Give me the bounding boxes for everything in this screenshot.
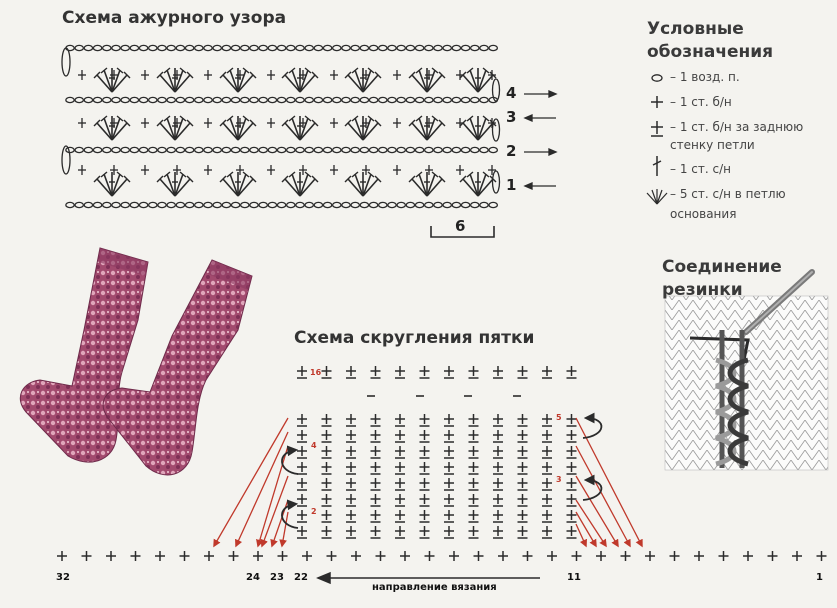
knitting-direction-label: направление вязания: [372, 582, 497, 593]
heel-row-4: 4: [311, 441, 317, 450]
legend-item-chain: – 1 возд. п.: [670, 70, 740, 84]
lace-repeat-label: 6: [455, 217, 466, 235]
legend-item-sc: – 1 ст. б/н: [670, 95, 732, 109]
axis-label-32: 32: [56, 572, 70, 583]
lace-row-1: 1: [506, 176, 517, 194]
axis-label-23: 23: [270, 572, 284, 583]
shell-icon: [646, 189, 668, 205]
lace-row-4: 4: [506, 84, 517, 102]
legend-item-dc: – 1 ст. с/н: [670, 162, 731, 176]
axis-label-24: 24: [246, 572, 260, 583]
heel-row-2: 2: [311, 507, 317, 516]
axis-label-11: 11: [567, 572, 581, 583]
single-crochet-icon: [651, 96, 663, 108]
heel-row-3: 3: [556, 475, 562, 484]
legend-item-sc-back-2: стенку петли: [670, 138, 755, 152]
chain-stitch-icon: [651, 74, 663, 82]
legend-item-shell: – 5 ст. с/н в петлю: [670, 187, 786, 201]
legend-title: Условные обозначения: [647, 19, 774, 62]
axis-label-1: 1: [816, 572, 823, 583]
double-crochet-icon: [652, 156, 662, 176]
heel-row-5: 5: [556, 413, 562, 422]
rib-joining-title: Соединение резинки: [662, 257, 782, 300]
lace-row-3: 3: [506, 108, 517, 126]
heel-chart-title: Схема скругления пятки: [294, 328, 535, 348]
lace-chart-title: Схема ажурного узора: [62, 8, 287, 28]
legend-item-shell-2: основания: [670, 207, 737, 221]
legend-item-sc-back: – 1 ст. б/н за заднюю: [670, 120, 804, 134]
lace-row-2: 2: [506, 142, 517, 160]
heel-row-16: 16: [310, 368, 322, 377]
single-crochet-back-loop-icon: [651, 121, 663, 137]
axis-label-22: 22: [294, 572, 308, 583]
